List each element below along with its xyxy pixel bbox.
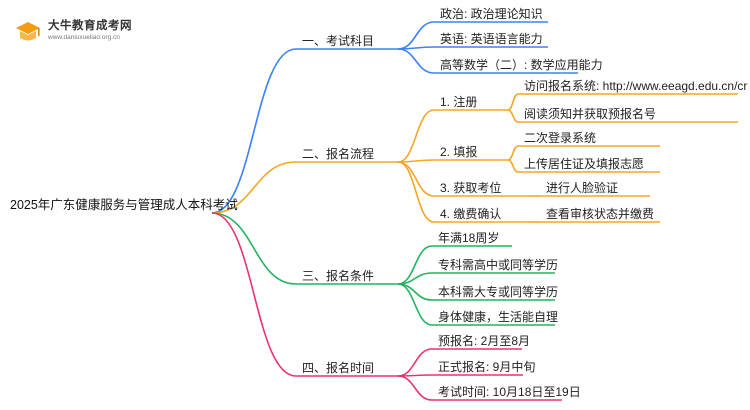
child-connector	[397, 245, 433, 285]
grandchild-connector	[507, 159, 519, 173]
child-connector	[397, 161, 435, 223]
child-label: 专科需高中或同等学历	[438, 257, 558, 272]
child-label: 政治: 政治理论知识	[440, 7, 543, 21]
root-node: 2025年广东健康服务与管理成人本科考试	[10, 197, 238, 212]
site-logo: 大牛教育成考网 www.daniuxueliao.org.cn	[14, 14, 164, 48]
child-label: 本科需大专或同等学历	[438, 284, 558, 299]
child-connector	[397, 283, 433, 301]
child-connector	[397, 21, 435, 50]
child-label: 1. 注册	[440, 94, 477, 109]
branch-connector	[211, 161, 297, 214]
grandchild-connector	[507, 93, 519, 111]
child-label: 高等数学（二）: 数学应用能力	[440, 57, 603, 72]
child-label: 预报名: 2月至8月	[438, 333, 530, 348]
grandchild-label: 阅读须知并获取预报名号	[524, 106, 656, 121]
branch-label: 四、报名时间	[302, 360, 374, 375]
child-label: 年满18周岁	[438, 230, 499, 245]
grandchild-connector	[507, 109, 519, 123]
branch-connector	[211, 48, 297, 214]
child-label: 3. 获取考位	[440, 180, 501, 195]
child-label: 考试时间: 10月18日至19日	[438, 384, 581, 399]
grandchild-label: 上传居住证及填报志愿	[524, 156, 644, 171]
child-connector	[397, 348, 433, 377]
branch-label: 二、报名流程	[302, 146, 374, 161]
child-connector	[397, 283, 433, 326]
child-label: 正式报名: 9月中旬	[438, 359, 535, 374]
grandchild-label: 访问报名系统: http://www.eeagd.edu.cn/cr	[524, 78, 747, 93]
graduation-book-icon	[16, 22, 40, 41]
child-connector	[397, 109, 435, 163]
branch-connector	[211, 212, 297, 377]
child-connector	[397, 375, 433, 401]
branch-connector	[211, 212, 297, 285]
child-label: 身体健康，生活能自理	[438, 309, 558, 324]
child-label: 2. 填报	[440, 144, 477, 159]
grandchild-label: 进行人脸验证	[546, 180, 618, 195]
child-label: 4. 缴费确认	[440, 206, 501, 221]
grandchild-connector	[507, 145, 519, 161]
branch-label: 一、考试科目	[302, 33, 374, 48]
grandchild-label: 查看审核状态并缴费	[546, 206, 654, 221]
child-connector	[397, 48, 435, 74]
logo-title: 大牛教育成考网	[48, 20, 132, 32]
grandchild-label: 二次登录系统	[524, 130, 596, 145]
child-label: 英语: 英语语言能力	[440, 32, 543, 46]
logo-url: www.daniuxueliao.org.cn	[48, 34, 120, 41]
branch-label: 三、报名条件	[302, 268, 374, 283]
